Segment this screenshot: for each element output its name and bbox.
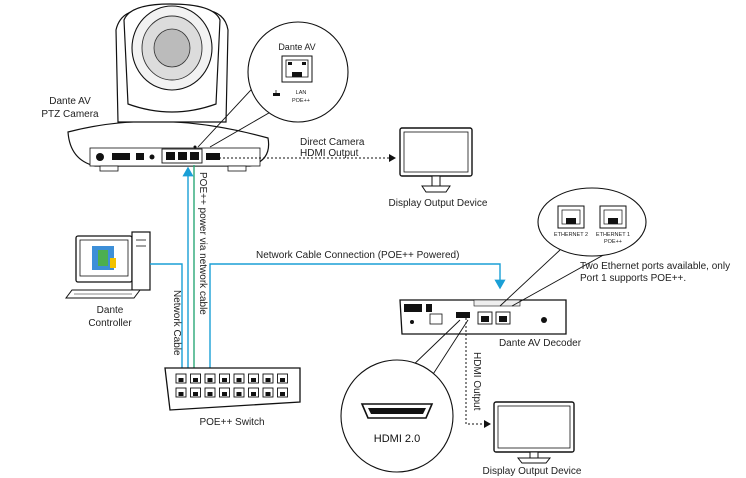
switch-port-socket: [207, 392, 213, 396]
ports-note-line2: Port 1 supports POE++.: [580, 273, 686, 284]
switch-port-socket: [251, 392, 256, 396]
network-connection-label: Network Cable Connection (POE++ Powered): [256, 250, 459, 261]
switch-port-socket: [265, 392, 271, 396]
switch-port-socket: [280, 378, 285, 382]
ptz-camera: [67, 3, 270, 172]
poe-power-label: POE++ power via network cable: [197, 172, 208, 315]
decoder-port2-label: ETHERNET 2: [554, 232, 588, 238]
switch-port-socket: [178, 378, 184, 382]
camera-label-line1: Dante AV: [49, 96, 91, 107]
controller-label-line1: Dante: [97, 305, 124, 316]
hdmi-callout-label: HDMI 2.0: [374, 433, 420, 445]
camera-port-poe-label: POE++: [292, 98, 310, 104]
hdmi-output-label: HDMI Output: [471, 352, 482, 411]
switch-port-socket: [222, 392, 227, 396]
switch-port-socket: [178, 392, 184, 396]
decoder-ports-zoom-callout: [499, 187, 647, 307]
decoder-label: Dante AV Decoder: [499, 338, 582, 349]
hdmi-output-cable: [465, 318, 491, 428]
display-top-label: Display Output Device: [389, 198, 488, 209]
switch-port-socket: [251, 378, 256, 382]
ports-note-line1: Two Ethernet ports available, only: [580, 261, 730, 272]
direct-output-line2: HDMI Output: [300, 148, 359, 159]
display-bottom-label: Display Output Device: [483, 466, 582, 477]
camera-port-zoom-title: Dante AV: [278, 42, 315, 52]
display-top: [399, 127, 473, 193]
controller-network-cable: [150, 263, 183, 368]
hdmi-callout: [340, 319, 469, 473]
switch-port-socket: [265, 378, 271, 382]
switch-port-socket: [280, 392, 285, 396]
display-bottom: [493, 401, 575, 464]
camera-port-lan-label: LAN: [296, 90, 307, 96]
switch-port-socket: [207, 378, 213, 382]
switch-port-socket: [193, 378, 198, 382]
switch-port-socket: [236, 392, 242, 396]
controller-label-line2: Controller: [88, 318, 132, 329]
camera-label-line2: PTZ Camera: [41, 109, 99, 120]
network-cable-label: Network Cable: [171, 290, 182, 356]
direct-output-line1: Direct Camera: [300, 137, 365, 148]
switch-port-socket: [222, 378, 227, 382]
switch-port-socket: [193, 392, 198, 396]
network-cable-to-decoder: [209, 263, 506, 368]
dante-av-decoder: [399, 299, 567, 335]
switch-port-socket: [236, 378, 242, 382]
camera-port-zoom-callout: [197, 21, 349, 148]
switch-label: POE++ Switch: [199, 417, 264, 428]
decoder-port1-label: ETHERNET 1: [596, 232, 630, 238]
decoder-port1-poe-label: POE++: [604, 239, 622, 245]
dante-controller-computer: [65, 231, 151, 299]
poe-switch: [164, 367, 301, 411]
